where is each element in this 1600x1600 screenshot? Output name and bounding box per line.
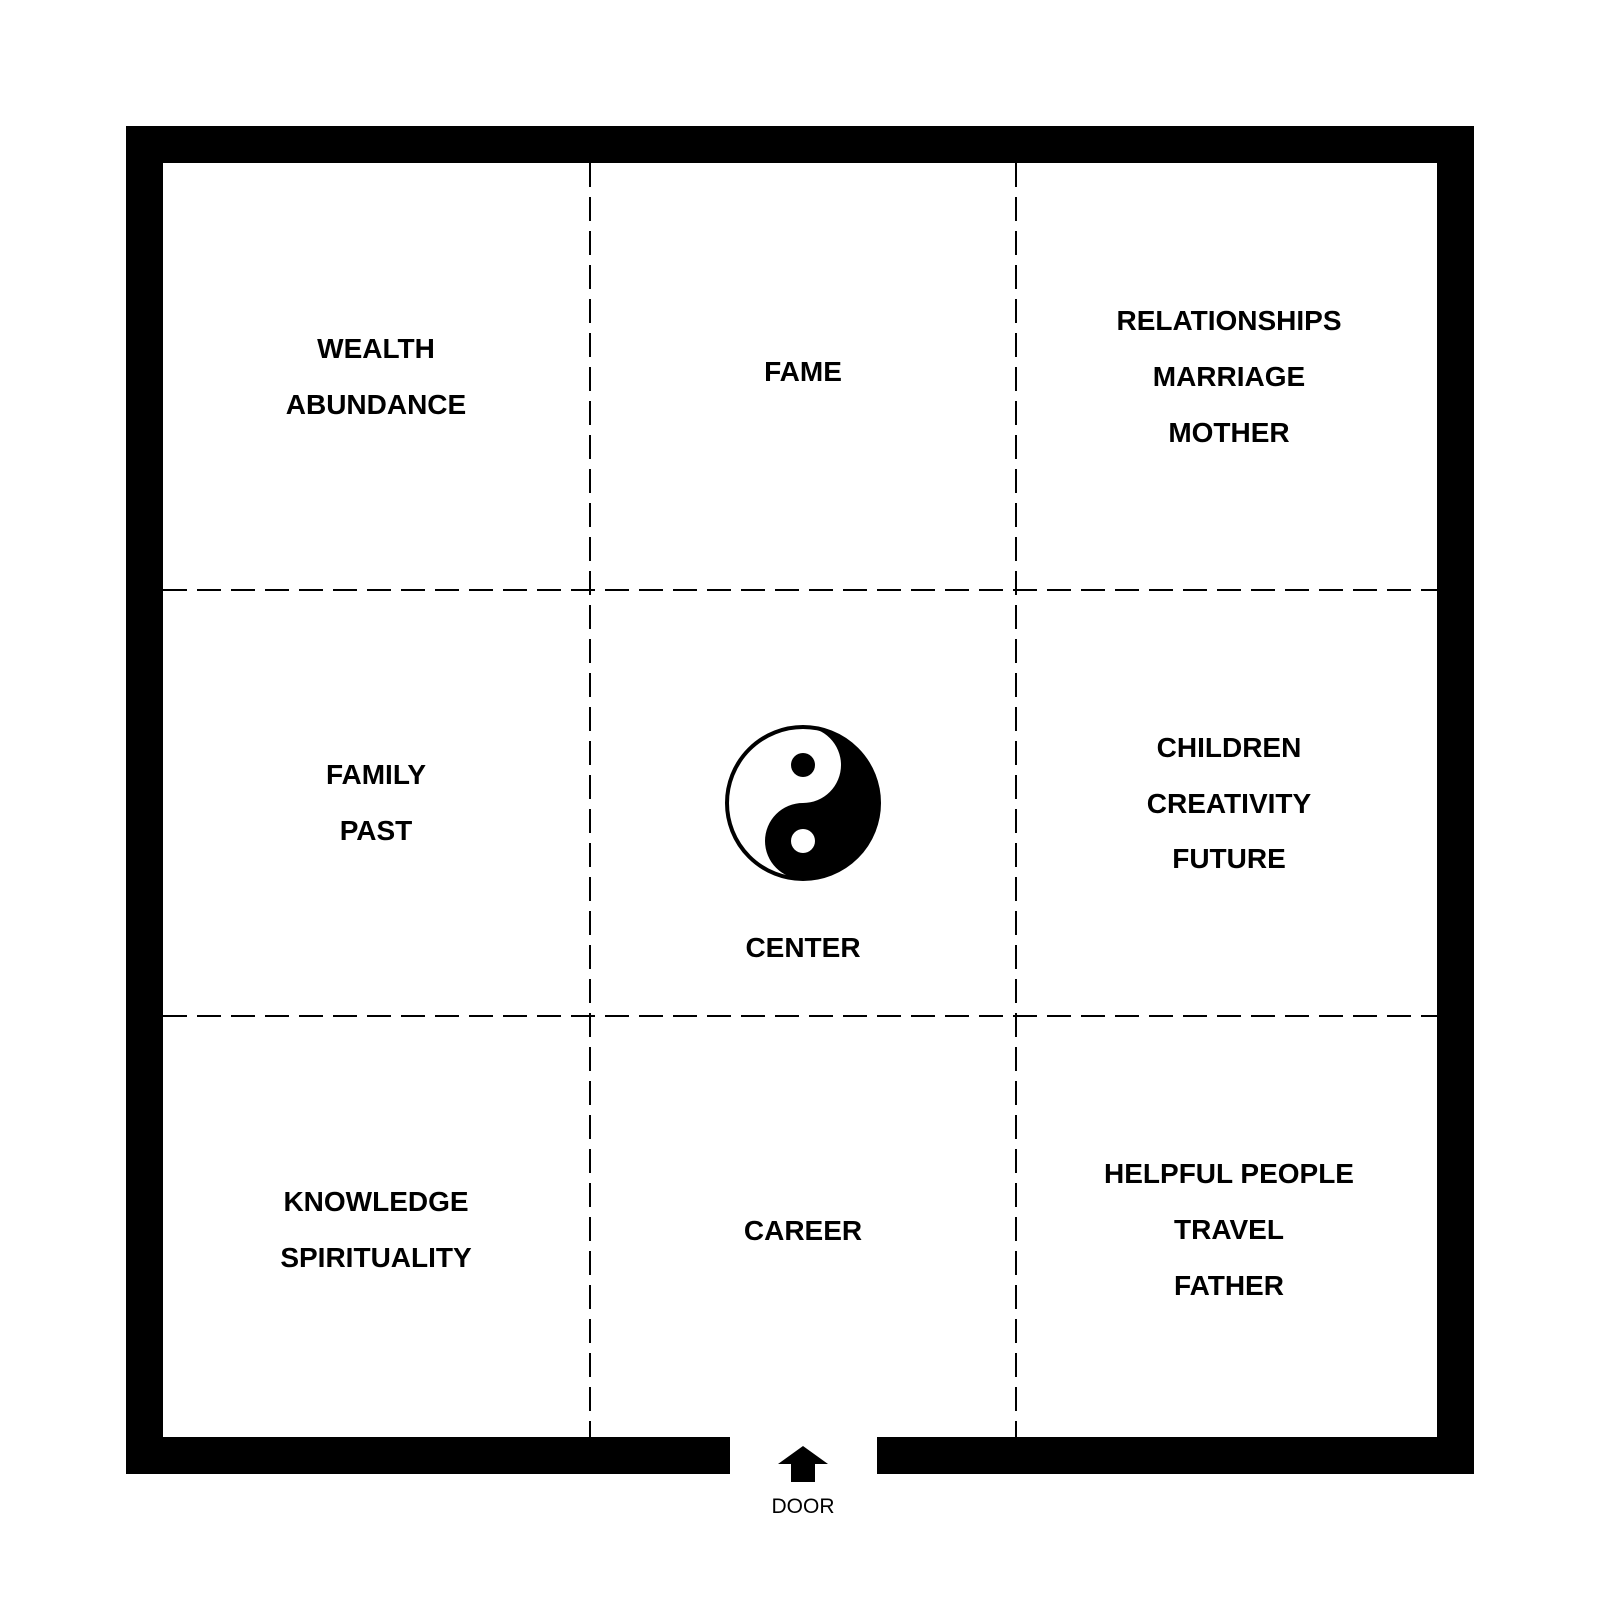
label-marriage: MARRIAGE bbox=[1153, 361, 1305, 392]
area-fame: FAME bbox=[764, 356, 842, 387]
area-helpful-people: HELPFUL PEOPLE TRAVEL FATHER bbox=[1104, 1158, 1354, 1301]
area-knowledge: KNOWLEDGE SPIRITUALITY bbox=[280, 1186, 472, 1273]
yin-yang-icon bbox=[725, 725, 881, 881]
label-children: CHILDREN bbox=[1157, 732, 1302, 763]
area-wealth: WEALTH ABUNDANCE bbox=[286, 333, 466, 420]
label-career: CAREER bbox=[744, 1215, 862, 1246]
label-knowledge: KNOWLEDGE bbox=[283, 1186, 468, 1217]
wall-bottom-right bbox=[877, 1437, 1474, 1474]
grid-lines bbox=[163, 163, 1437, 1437]
label-family: FAMILY bbox=[326, 759, 426, 790]
label-spirituality: SPIRITUALITY bbox=[280, 1242, 472, 1273]
wall-bottom-left bbox=[126, 1437, 730, 1474]
label-future: FUTURE bbox=[1172, 843, 1286, 874]
wall-top bbox=[126, 126, 1474, 163]
label-center: CENTER bbox=[745, 932, 860, 963]
arrow-up-icon bbox=[778, 1446, 828, 1482]
wall-right bbox=[1437, 126, 1474, 1474]
label-father: FATHER bbox=[1174, 1270, 1284, 1301]
door: DOOR bbox=[772, 1446, 835, 1518]
label-creativity: CREATIVITY bbox=[1147, 788, 1312, 819]
area-family: FAMILY PAST bbox=[326, 759, 426, 846]
area-career: CAREER bbox=[744, 1215, 862, 1246]
label-fame: FAME bbox=[764, 356, 842, 387]
wall-left bbox=[126, 126, 163, 1474]
area-relationships: RELATIONSHIPS MARRIAGE MOTHER bbox=[1116, 305, 1341, 448]
label-wealth: WEALTH bbox=[317, 333, 435, 364]
label-mother: MOTHER bbox=[1168, 417, 1289, 448]
label-helpful-people: HELPFUL PEOPLE bbox=[1104, 1158, 1354, 1189]
label-abundance: ABUNDANCE bbox=[286, 389, 466, 420]
label-past: PAST bbox=[340, 815, 413, 846]
label-relationships: RELATIONSHIPS bbox=[1116, 305, 1341, 336]
room-walls bbox=[126, 126, 1474, 1474]
area-children: CHILDREN CREATIVITY FUTURE bbox=[1147, 732, 1312, 874]
area-center: CENTER bbox=[725, 725, 881, 963]
label-travel: TRAVEL bbox=[1174, 1214, 1284, 1245]
door-label: DOOR bbox=[772, 1495, 835, 1518]
